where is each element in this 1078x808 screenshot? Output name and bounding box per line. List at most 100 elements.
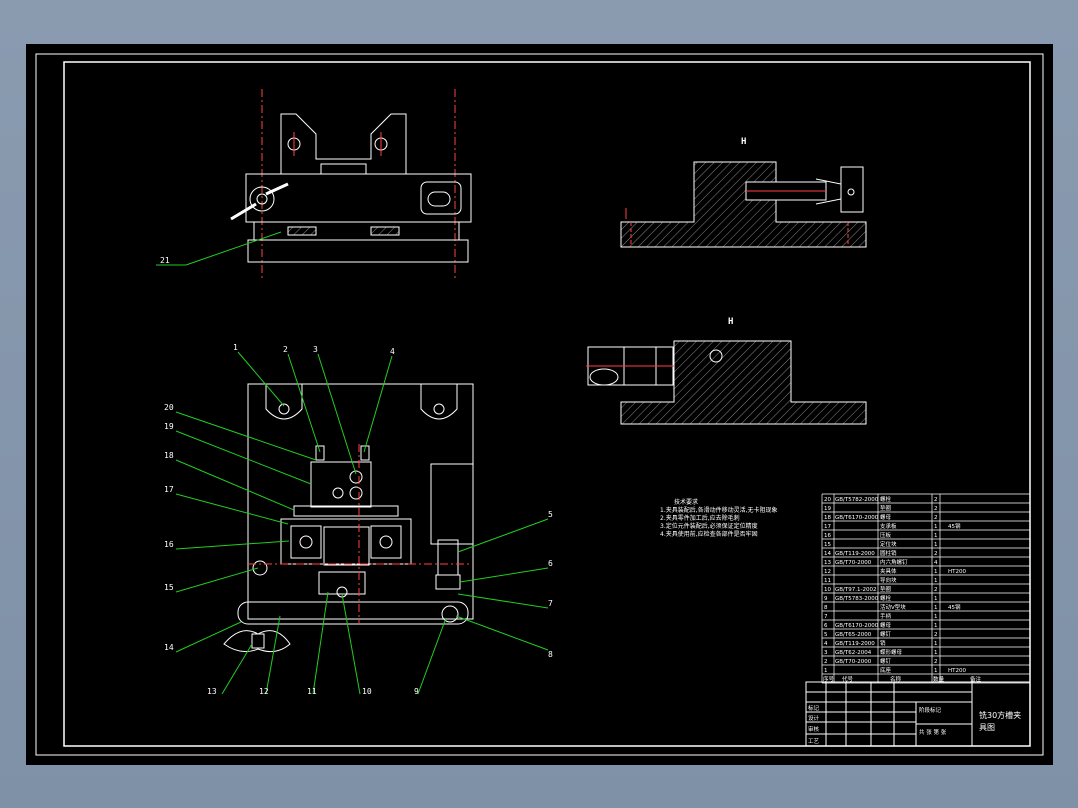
bom-name: 螺钉 xyxy=(880,657,892,665)
bom-name: 圆柱销 xyxy=(880,549,897,557)
bom-seq: 16 xyxy=(824,533,831,539)
drawing-title-1: 铣30方槽夹 xyxy=(979,710,1021,720)
bom-name: 螺母 xyxy=(880,621,892,629)
callout-14: 14 xyxy=(164,643,174,652)
callout-5: 5 xyxy=(548,510,553,519)
bom-name: 手柄 xyxy=(880,612,892,620)
bom-header-code: 代号 xyxy=(842,675,854,683)
bom-code: GB/T119-2000 xyxy=(835,641,875,647)
bom-name: 夹具体 xyxy=(880,567,897,575)
note-4: 4.夹具使用前,应检查各部件是否牢固 xyxy=(660,530,758,538)
callout-18: 18 xyxy=(164,451,174,460)
section-label-1: H xyxy=(741,137,746,147)
callout-7: 7 xyxy=(548,599,553,608)
bom-code: GB/T62-2004 xyxy=(835,650,872,656)
bom-name: 定位块 xyxy=(880,540,897,548)
callout-6: 6 xyxy=(548,559,553,568)
bom-header-name: 名称 xyxy=(890,675,902,683)
note-1: 1.夹具装配后,各滑动件移动灵活,无卡阻现象 xyxy=(660,506,778,514)
callout-11: 11 xyxy=(307,687,317,696)
bom-qty: 2 xyxy=(934,515,938,521)
tb-label-process: 工艺 xyxy=(808,738,820,745)
bom-seq: 3 xyxy=(824,650,828,656)
bom-seq: 9 xyxy=(824,596,828,602)
bom-seq: 19 xyxy=(824,506,831,512)
bom-qty: 1 xyxy=(934,569,938,575)
bom-seq: 2 xyxy=(824,659,828,665)
section-label-2: H xyxy=(728,317,733,327)
callout-10: 10 xyxy=(362,687,372,696)
note-2: 2.夹具零件加工后,应去除毛刺 xyxy=(660,514,740,522)
drawing-title-2: 具图 xyxy=(979,723,995,732)
bom-name: 蝶形螺母 xyxy=(880,648,903,656)
title-block xyxy=(805,681,1031,747)
bom-seq: 12 xyxy=(824,569,831,575)
bom-header-qty: 数量 xyxy=(933,675,945,683)
bom-name: 内六角螺钉 xyxy=(880,558,908,566)
bom-qty: 2 xyxy=(934,587,938,593)
callout-3: 3 xyxy=(313,345,318,354)
leader-lines xyxy=(175,351,549,695)
bom-seq: 20 xyxy=(824,497,831,503)
cad-drawing: 21 H H xyxy=(35,53,1044,756)
bom-qty: 1 xyxy=(934,578,938,584)
bom-note: HT200 xyxy=(948,668,966,674)
bom-qty: 4 xyxy=(934,560,938,566)
bom-qty: 1 xyxy=(934,641,938,647)
bom-seq: 7 xyxy=(824,614,828,620)
bom-qty: 1 xyxy=(934,650,938,656)
bom-code: GB/T119-2000 xyxy=(835,551,875,557)
callout-20: 20 xyxy=(164,403,174,412)
bom-qty: 2 xyxy=(934,497,938,503)
bom-note: 45钢 xyxy=(948,603,961,611)
bom-seq: 6 xyxy=(824,623,828,629)
drawing-sheet: 21 H H xyxy=(26,44,1053,765)
callout-13: 13 xyxy=(207,687,217,696)
callout-16: 16 xyxy=(164,540,174,549)
bom-seq: 17 xyxy=(824,524,831,530)
tb-label-review: 审核 xyxy=(808,725,820,733)
front-view xyxy=(223,383,474,653)
callout-8: 8 xyxy=(548,650,553,659)
bom-code: GB/T6170-2000 xyxy=(835,515,879,521)
bom-qty: 2 xyxy=(934,632,938,638)
bom-qty: 1 xyxy=(934,668,938,674)
callout-15: 15 xyxy=(164,583,174,592)
bom-seq: 18 xyxy=(824,515,831,521)
bom-name: 支承板 xyxy=(880,522,897,530)
section-view-1 xyxy=(620,161,867,248)
bom-code: GB/T5782-2000 xyxy=(835,497,879,503)
bom-qty: 2 xyxy=(934,506,938,512)
top-view xyxy=(156,89,472,279)
bom-code: GB/T65-2000 xyxy=(835,632,872,638)
bom-qty: 1 xyxy=(934,533,938,539)
bom-name: 活动V型块 xyxy=(880,603,906,611)
bom-seq: 5 xyxy=(824,632,828,638)
callout-9: 9 xyxy=(414,687,419,696)
callout-1: 1 xyxy=(233,343,238,352)
bom-qty: 1 xyxy=(934,623,938,629)
callout-4: 4 xyxy=(390,347,395,356)
bom-code: GB/T97.1-2002 xyxy=(835,587,876,593)
callout-19: 19 xyxy=(164,422,174,431)
bom-name: 螺栓 xyxy=(880,594,892,602)
notes-title: 技术要求 xyxy=(674,498,698,506)
bom-qty: 2 xyxy=(934,659,938,665)
bom-name: 销 xyxy=(880,639,886,647)
bom-name: 螺钉 xyxy=(880,630,892,638)
note-3: 3.定位元件装配后,必须保证定位精度 xyxy=(660,522,758,530)
callout-12: 12 xyxy=(259,687,269,696)
bom-name: 导向块 xyxy=(880,576,897,584)
bom-header-note: 备注 xyxy=(970,675,982,683)
bom-note: 45钢 xyxy=(948,522,961,530)
bom-note: HT200 xyxy=(948,569,966,575)
tb-stage: 阶段标记 xyxy=(919,706,942,714)
outer-border xyxy=(35,53,1044,756)
bom-code: GB/T70-2000 xyxy=(835,659,872,665)
bom-seq: 14 xyxy=(824,551,831,557)
bom-header-seq: 序号 xyxy=(823,675,835,683)
callout-21: 21 xyxy=(160,256,170,265)
bom-code: GB/T70-2000 xyxy=(835,560,872,566)
bom-seq: 15 xyxy=(824,542,831,548)
